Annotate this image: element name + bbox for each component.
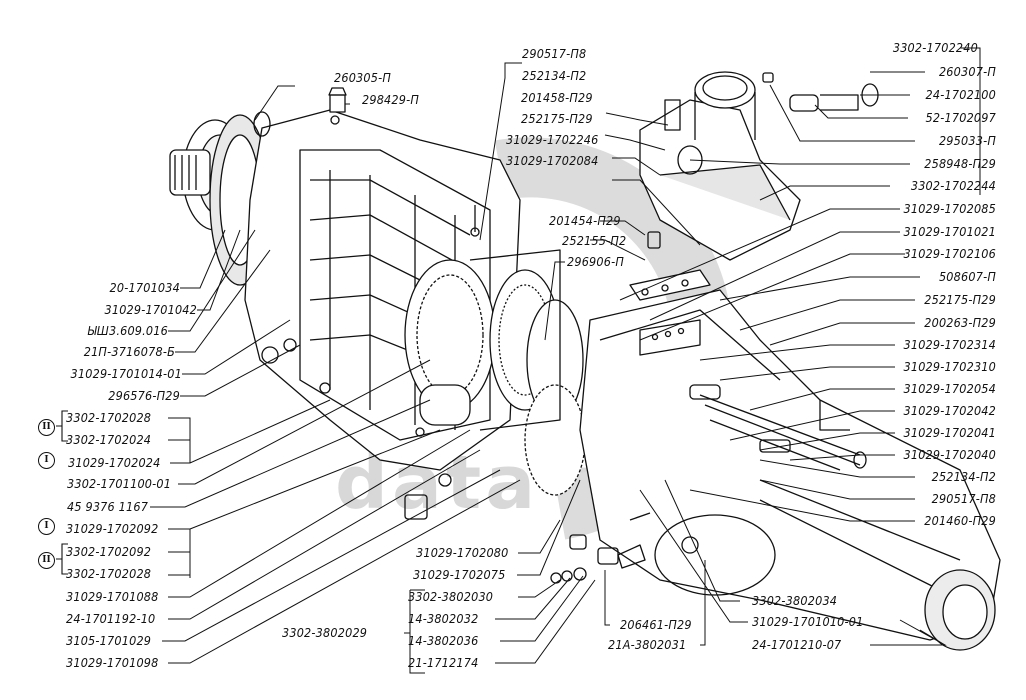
part-label: 252134-П2	[931, 469, 996, 484]
part-label: 31029-1702310	[903, 359, 996, 374]
part-label: 260307-П	[938, 64, 996, 79]
part-label: 21П-3716078-Б	[83, 344, 175, 359]
plug-cap	[253, 111, 271, 137]
part-label: 31029-1702054	[903, 381, 996, 396]
part-label: 14-3802032	[408, 611, 479, 626]
part-label: 3302-1702024	[66, 432, 152, 447]
part-label: 258948-П29	[924, 156, 996, 171]
bracket	[56, 410, 68, 442]
part-label: 3302-1702240	[892, 40, 978, 55]
part-label: ЫШ3.609.016	[87, 323, 168, 338]
part-label: 201460-П29	[924, 513, 996, 528]
part-label: 45 9376 1167	[67, 499, 149, 514]
part-label: 31029-1701098	[66, 655, 159, 670]
part-label: 201458-П29	[521, 90, 593, 105]
part-label: 31029-1702042	[903, 403, 996, 418]
part-label: 200263-П29	[924, 315, 996, 330]
leader-lines	[150, 47, 981, 674]
part-label: 296576-П29	[108, 388, 180, 403]
part-label: 31029-1702041	[903, 425, 996, 440]
bolt	[664, 99, 681, 131]
plug	[404, 494, 428, 520]
part-label: 296906-П	[567, 254, 625, 269]
plunger	[789, 94, 819, 112]
part-label: 260305-П	[334, 70, 392, 85]
part-label: 3302-1701100-01	[67, 476, 172, 491]
shift-tower	[639, 71, 879, 261]
part-label: 3302-3802034	[752, 593, 838, 608]
part-label: 201454-П29	[549, 213, 621, 228]
part-label: 3105-1701029	[66, 633, 152, 648]
part-label: 295033-П	[938, 133, 996, 148]
part-label: 31029-1702314	[903, 337, 996, 352]
bearing	[419, 384, 471, 426]
part-label: 14-3802036	[408, 633, 479, 648]
part-label: 298429-П	[362, 92, 420, 107]
part-label: 31029-1702084	[506, 153, 599, 168]
shift-rods	[689, 384, 867, 471]
part-label: 24-1701210-07	[752, 637, 842, 652]
part-label: 3302-1702028	[66, 410, 152, 425]
part-label: 31029-1702080	[416, 545, 509, 560]
breather	[253, 87, 347, 137]
part-label: 3302-1702028	[66, 566, 152, 581]
variant-marker-ii: II	[38, 419, 55, 436]
part-label: 3302-1702244	[910, 178, 996, 193]
part-label: 31029-1702106	[903, 246, 996, 261]
variant-marker-i: I	[38, 452, 55, 469]
part-label: 206461-П29	[620, 617, 692, 632]
part-label: 290517-П8	[522, 46, 587, 61]
part-label: 20-1701034	[109, 280, 180, 295]
part-label: 31029-1701010-01	[752, 614, 864, 629]
part-label: 31029-1702075	[413, 567, 506, 582]
part-label: 31029-1701021	[903, 224, 996, 239]
part-label: 3302-1702092	[66, 544, 152, 559]
part-label: 31029-1702092	[66, 521, 159, 536]
part-label: 31029-1701088	[66, 589, 159, 604]
part-label: 24-1702100	[925, 87, 996, 102]
part-label: 3302-3802029	[282, 625, 368, 640]
part-label: 21А-3802031	[608, 637, 687, 652]
bracket	[56, 543, 68, 575]
part-label: 31029-1701014-01	[70, 366, 182, 381]
part-label: 31029-1702040	[903, 447, 996, 462]
part-label: 31029-1702024	[68, 455, 161, 470]
part-label: 3302-3802030	[408, 589, 494, 604]
part-label: 508607-П	[938, 269, 996, 284]
gear-cluster	[404, 205, 586, 496]
variant-marker-i: I	[38, 518, 55, 535]
part-label: 31029-1701042	[104, 302, 197, 317]
part-label: 252134-П2	[522, 68, 587, 83]
part-label: 24-1701192-10	[66, 611, 156, 626]
drain-plug	[438, 473, 452, 487]
part-label: 31029-1702246	[506, 132, 599, 147]
variant-marker-ii: II	[38, 552, 55, 569]
part-label: 31029-1702085	[903, 201, 996, 216]
part-label: 21-1712174	[408, 655, 479, 670]
part-label: 252155-П2	[562, 233, 627, 248]
part-label: 252175-П29	[924, 292, 996, 307]
part-label: 252175-П29	[521, 111, 593, 126]
spring	[820, 94, 859, 111]
part-label: 290517-П8	[931, 491, 996, 506]
part-label: 52-1702097	[925, 110, 996, 125]
